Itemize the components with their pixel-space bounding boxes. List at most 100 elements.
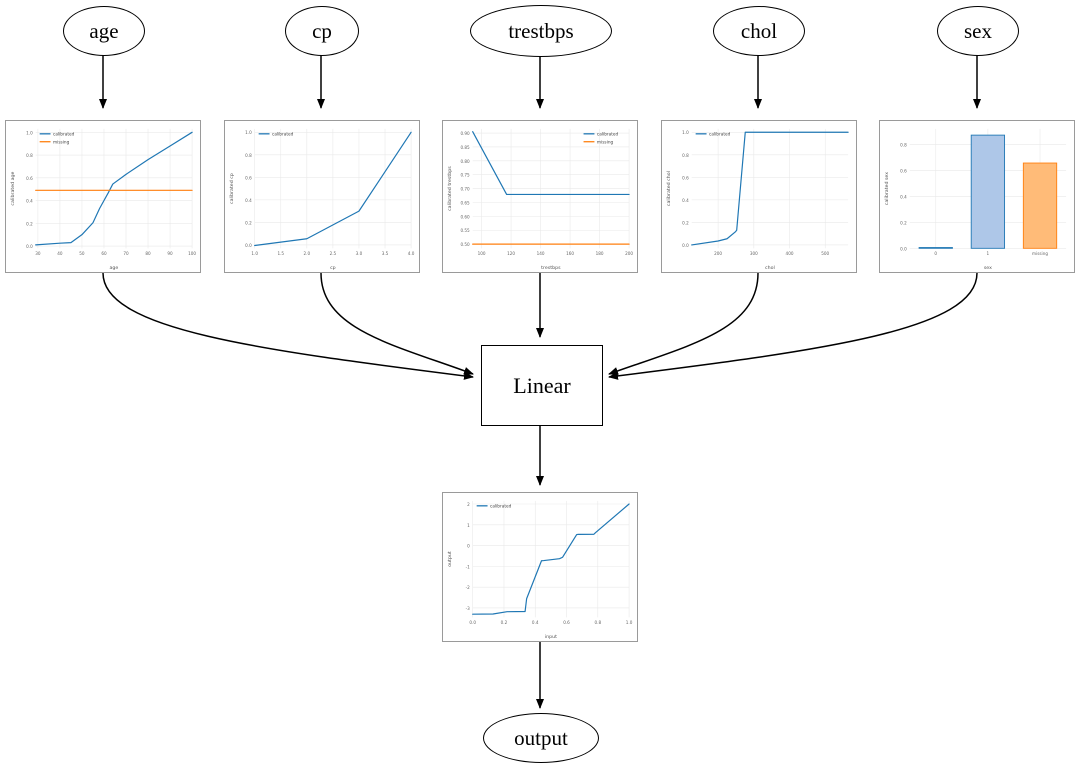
node-output-label: output bbox=[514, 725, 568, 750]
svg-text:-3: -3 bbox=[466, 606, 471, 611]
edge-agechart-to-linear bbox=[102, 272, 474, 380]
svg-text:-2: -2 bbox=[466, 585, 471, 590]
svg-text:calibrated: calibrated bbox=[597, 132, 619, 137]
svg-text:3.5: 3.5 bbox=[382, 251, 389, 256]
svg-text:0.0: 0.0 bbox=[469, 620, 476, 625]
svg-text:1.5: 1.5 bbox=[277, 251, 284, 256]
svg-text:calibrated: calibrated bbox=[709, 132, 731, 137]
svg-text:-1: -1 bbox=[466, 564, 471, 569]
svg-text:100: 100 bbox=[478, 251, 486, 256]
svg-text:200: 200 bbox=[625, 251, 633, 256]
node-trestbps-label: trestbps bbox=[508, 18, 574, 43]
svg-text:100: 100 bbox=[188, 251, 196, 256]
svg-text:calibrated: calibrated bbox=[53, 132, 75, 137]
svg-text:1.0: 1.0 bbox=[682, 130, 689, 135]
svg-text:cp: cp bbox=[330, 266, 336, 271]
svg-text:0.85: 0.85 bbox=[460, 145, 470, 150]
svg-text:160: 160 bbox=[566, 251, 574, 256]
svg-text:4.0: 4.0 bbox=[408, 251, 415, 256]
node-cp[interactable]: cp bbox=[285, 6, 359, 56]
svg-text:0.8: 0.8 bbox=[682, 153, 689, 158]
svg-text:0.6: 0.6 bbox=[900, 168, 907, 173]
svg-text:0.2: 0.2 bbox=[245, 220, 252, 225]
svg-text:0.4: 0.4 bbox=[245, 198, 252, 203]
node-age[interactable]: age bbox=[63, 6, 145, 56]
svg-text:90: 90 bbox=[167, 251, 173, 256]
node-age-label: age bbox=[89, 18, 119, 43]
svg-text:0.70: 0.70 bbox=[460, 187, 470, 192]
svg-text:chol: chol bbox=[765, 265, 775, 271]
svg-text:50: 50 bbox=[79, 251, 85, 256]
svg-text:180: 180 bbox=[596, 251, 604, 256]
node-sex[interactable]: sex bbox=[937, 6, 1019, 56]
svg-text:0: 0 bbox=[934, 251, 937, 256]
svg-text:0.2: 0.2 bbox=[900, 220, 907, 225]
svg-text:120: 120 bbox=[507, 251, 515, 256]
svg-text:0.60: 0.60 bbox=[460, 214, 470, 219]
svg-text:0.0: 0.0 bbox=[26, 244, 33, 249]
svg-text:0.75: 0.75 bbox=[460, 173, 470, 178]
svg-text:2.0: 2.0 bbox=[304, 251, 311, 256]
svg-text:0.0: 0.0 bbox=[900, 246, 907, 251]
svg-text:age: age bbox=[109, 266, 118, 271]
svg-text:140: 140 bbox=[537, 251, 545, 256]
svg-text:2.5: 2.5 bbox=[330, 251, 337, 256]
node-cp-label: cp bbox=[312, 18, 332, 43]
node-trestbps[interactable]: trestbps bbox=[470, 5, 612, 57]
svg-text:0.2: 0.2 bbox=[682, 220, 689, 225]
svg-text:70: 70 bbox=[123, 251, 129, 256]
svg-text:0.8: 0.8 bbox=[595, 620, 602, 625]
svg-text:60: 60 bbox=[101, 251, 107, 256]
svg-text:sex: sex bbox=[984, 266, 992, 271]
svg-text:calibrated: calibrated bbox=[490, 504, 512, 509]
svg-text:400: 400 bbox=[786, 251, 794, 256]
svg-text:calibrated: calibrated bbox=[272, 132, 294, 137]
svg-text:0.8: 0.8 bbox=[26, 153, 33, 158]
svg-text:80: 80 bbox=[145, 251, 151, 256]
svg-text:0.50: 0.50 bbox=[460, 242, 470, 247]
svg-text:0.80: 0.80 bbox=[460, 159, 470, 164]
svg-text:1.0: 1.0 bbox=[626, 620, 633, 625]
svg-text:1: 1 bbox=[987, 251, 990, 256]
svg-text:0.4: 0.4 bbox=[682, 198, 689, 203]
svg-text:3.0: 3.0 bbox=[356, 251, 363, 256]
svg-text:0.6: 0.6 bbox=[563, 620, 570, 625]
svg-text:calibrated sex: calibrated sex bbox=[884, 172, 890, 206]
svg-text:output: output bbox=[447, 551, 453, 567]
svg-text:0.6: 0.6 bbox=[245, 175, 252, 180]
svg-text:200: 200 bbox=[714, 251, 722, 256]
node-linear[interactable]: Linear bbox=[481, 345, 603, 426]
svg-text:0.65: 0.65 bbox=[460, 200, 470, 205]
svg-text:1: 1 bbox=[467, 523, 470, 528]
svg-text:40: 40 bbox=[57, 251, 63, 256]
node-chol-label: chol bbox=[740, 18, 778, 43]
svg-text:calibrated chol: calibrated chol bbox=[666, 171, 672, 206]
svg-text:0: 0 bbox=[467, 544, 470, 549]
svg-text:missing: missing bbox=[1032, 251, 1048, 256]
edge-sexchart-to-linear bbox=[608, 272, 978, 380]
svg-text:0.4: 0.4 bbox=[26, 199, 33, 204]
svg-text:calibrated trestbps: calibrated trestbps bbox=[447, 166, 453, 211]
svg-text:1.0: 1.0 bbox=[245, 130, 252, 135]
node-chol[interactable]: chol bbox=[713, 6, 805, 56]
node-output[interactable]: output bbox=[483, 713, 599, 763]
svg-text:0.4: 0.4 bbox=[900, 194, 907, 199]
svg-text:30: 30 bbox=[35, 251, 41, 256]
svg-text:0.2: 0.2 bbox=[26, 221, 33, 226]
svg-text:0.2: 0.2 bbox=[501, 620, 508, 625]
svg-text:missing: missing bbox=[53, 139, 70, 144]
svg-text:0.55: 0.55 bbox=[460, 228, 470, 233]
svg-text:0.0: 0.0 bbox=[682, 243, 689, 248]
node-sex-label: sex bbox=[964, 18, 992, 43]
